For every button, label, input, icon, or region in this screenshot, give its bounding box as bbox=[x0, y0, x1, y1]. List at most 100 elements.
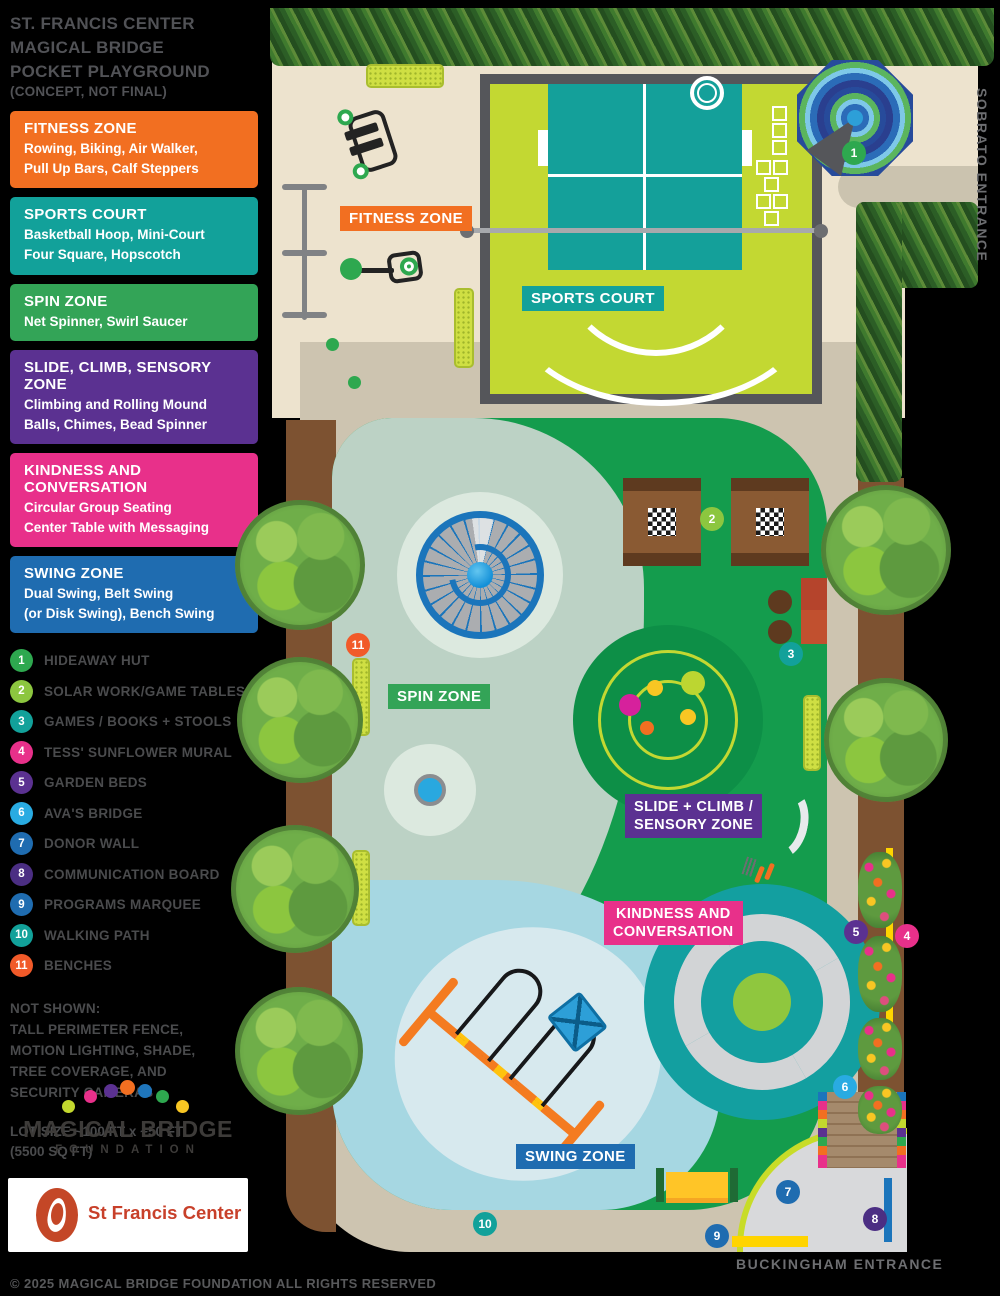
garden-bed bbox=[858, 1018, 902, 1080]
court-arc-small bbox=[560, 174, 752, 356]
hopscotch-square bbox=[772, 140, 787, 155]
hopscotch-square bbox=[764, 211, 779, 226]
zone-desc-line: Four Square, Hopscotch bbox=[24, 246, 181, 262]
hopscotch-square bbox=[772, 123, 787, 138]
bench-swing-post bbox=[730, 1168, 738, 1202]
net-line bbox=[468, 228, 820, 233]
sports-court bbox=[480, 74, 822, 406]
air-walker-icon bbox=[386, 249, 424, 285]
key-badge-1: 1 bbox=[10, 649, 33, 673]
magical-bridge-foundation-text: FOUNDATION bbox=[55, 1144, 201, 1156]
air-walker-ball bbox=[340, 258, 362, 280]
key-label: TESS' SUNFLOWER MURAL bbox=[44, 744, 233, 760]
lot-size-line: LOT SIZE ~100 FT x ~50 FT bbox=[10, 1124, 184, 1140]
magical-bridge-wordmark: MAGICAL BRIDGE bbox=[23, 1116, 233, 1142]
zone-desc-line: Rowing, Biking, Air Walker, bbox=[24, 141, 198, 157]
tree-icon bbox=[821, 485, 951, 615]
key-badge-11: 11 bbox=[10, 954, 33, 978]
stool-icon bbox=[768, 620, 792, 644]
zone-title: FITNESS ZONE bbox=[24, 120, 137, 138]
key-badge-2: 2 bbox=[10, 679, 33, 703]
net-post-right bbox=[814, 224, 828, 238]
logo-dot-green bbox=[156, 1090, 169, 1103]
hopscotch-square bbox=[773, 160, 788, 175]
label-line: CONVERSATION bbox=[613, 924, 734, 941]
zone-desc-line: (or Disk Swing), Bench Swing bbox=[24, 605, 215, 621]
map-marker-4: 4 bbox=[895, 924, 919, 948]
key-label: AVA'S BRIDGE bbox=[44, 805, 143, 821]
zone-legend-spin: SPIN ZONE Net Spinner, Swirl Saucer bbox=[10, 283, 258, 342]
key-item-4: 4 TESS' SUNFLOWER MURAL bbox=[10, 740, 258, 764]
label-line: SENSORY ZONE bbox=[634, 817, 754, 834]
zone-desc-line: Balls, Chimes, Bead Spinner bbox=[24, 416, 208, 432]
fitness-zone-label: FITNESS ZONE bbox=[340, 206, 472, 231]
title-line4: (CONCEPT, NOT FINAL) bbox=[10, 84, 167, 100]
zone-desc-line: Pull Up Bars, Calf Steppers bbox=[24, 160, 199, 176]
zone-desc-line: Climbing and Rolling Mound bbox=[24, 397, 207, 413]
map-marker-2: 2 bbox=[700, 507, 724, 531]
logo-dot-magenta bbox=[84, 1090, 97, 1103]
sensory-ball-yellow bbox=[647, 680, 663, 696]
legend-panel: ST. FRANCIS CENTER MAGICAL BRIDGE POCKET… bbox=[10, 12, 258, 1163]
key-badge-5: 5 bbox=[10, 771, 33, 795]
right-hedge bbox=[856, 202, 902, 482]
zone-desc-line: Center Table with Messaging bbox=[24, 519, 210, 535]
communication-board-icon bbox=[884, 1178, 892, 1242]
zone-title: SPORTS COURT bbox=[24, 206, 147, 224]
pull-up-bar-bottom bbox=[282, 312, 327, 318]
pull-up-bar-top bbox=[282, 184, 327, 190]
bench-swing-seat bbox=[666, 1172, 728, 1203]
garden-bed bbox=[858, 936, 902, 1012]
air-walker-stem bbox=[352, 268, 394, 273]
garden-bed bbox=[858, 1086, 902, 1134]
tree-icon bbox=[235, 500, 365, 630]
bench-court-side bbox=[454, 288, 474, 368]
tree-icon bbox=[237, 657, 363, 783]
key-label: SOLAR WORK/GAME TABLES bbox=[44, 683, 246, 699]
logo-dot-orange bbox=[120, 1080, 135, 1095]
backboard-right bbox=[742, 130, 752, 166]
zone-desc: Basketball Hoop, Mini-Court Four Square,… bbox=[24, 225, 246, 264]
st-francis-wordmark: St Francis Center bbox=[88, 1202, 242, 1223]
zone-legend-kindness: KINDNESS AND CONVERSATION Circular Group… bbox=[10, 453, 258, 548]
key-item-6: 6 AVA'S BRIDGE bbox=[10, 801, 258, 825]
zone-desc-line: Circular Group Seating bbox=[24, 500, 172, 516]
key-badge-7: 7 bbox=[10, 832, 33, 856]
key-item-2: 2 SOLAR WORK/GAME TABLES bbox=[10, 679, 258, 703]
zone-title: KINDNESS AND CONVERSATION bbox=[24, 462, 148, 497]
bench-top bbox=[366, 64, 444, 88]
zone-desc: Climbing and Rolling Mound Balls, Chimes… bbox=[24, 395, 246, 434]
key-badge-8: 8 bbox=[10, 862, 33, 886]
key-item-8: 8 COMMUNICATION BOARD bbox=[10, 862, 258, 886]
zone-desc: Circular Group Seating Center Table with… bbox=[24, 498, 246, 537]
hopscotch-square bbox=[756, 160, 771, 175]
logo-dot-yellow bbox=[176, 1100, 189, 1113]
not-shown-heading: NOT SHOWN: bbox=[10, 1001, 101, 1017]
st-francis-emblem-icon bbox=[36, 1188, 78, 1242]
key-badge-4: 4 bbox=[10, 740, 33, 764]
key-badge-6: 6 bbox=[10, 801, 33, 825]
hopscotch-square bbox=[756, 194, 771, 209]
zone-desc: Dual Swing, Belt Swing (or Disk Swing), … bbox=[24, 584, 246, 623]
key-label: HIDEAWAY HUT bbox=[44, 653, 150, 669]
key-label: COMMUNICATION BOARD bbox=[44, 866, 220, 882]
map-marker-6: 6 bbox=[833, 1075, 857, 1099]
lot-size-note: LOT SIZE ~100 FT x ~50 FT (5500 SQ FT) bbox=[10, 1122, 258, 1163]
ground-dot bbox=[326, 338, 339, 351]
title-line2: MAGICAL BRIDGE bbox=[10, 37, 165, 57]
key-label: GAMES / BOOKS + STOOLS bbox=[44, 714, 232, 730]
sensory-ball-magenta bbox=[619, 694, 641, 716]
basketball-hoop-icon bbox=[690, 76, 724, 110]
logo-dot-purple bbox=[104, 1084, 118, 1098]
bench-right-path bbox=[803, 695, 821, 771]
center-table bbox=[733, 973, 791, 1031]
solar-table-left bbox=[623, 478, 701, 566]
map-marker-3: 3 bbox=[779, 642, 803, 666]
map-marker-5: 5 bbox=[844, 920, 868, 944]
hopscotch-square bbox=[773, 194, 788, 209]
zone-title: SPIN ZONE bbox=[24, 292, 108, 310]
